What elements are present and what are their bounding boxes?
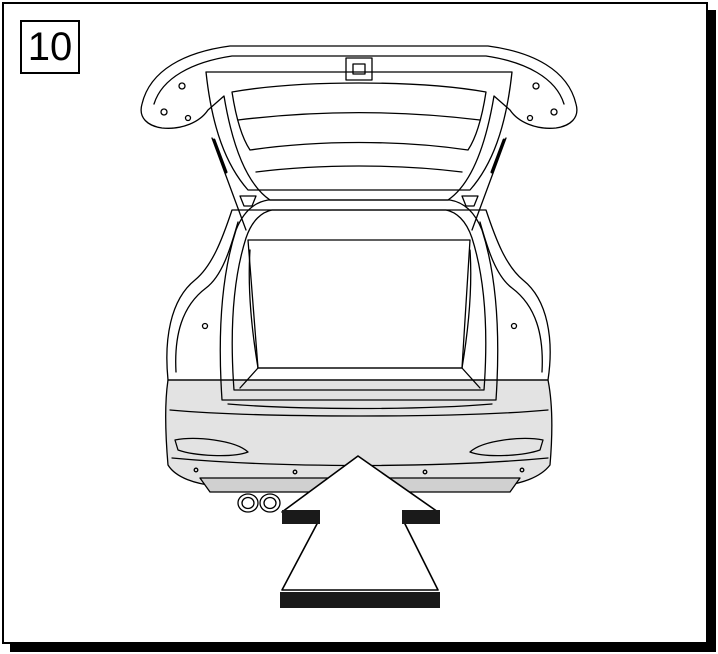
step-number: 10 <box>27 25 73 69</box>
tailgate-fastener <box>160 108 168 116</box>
parking-sensor <box>292 469 298 475</box>
reflector-left <box>174 437 249 457</box>
step-number-box: 10 <box>20 20 80 74</box>
gas-strut-right-body <box>490 138 506 174</box>
body-screw-left <box>201 322 209 330</box>
tailgate-latch <box>345 57 373 81</box>
tailgate-panel <box>205 71 513 191</box>
reflector-right <box>469 437 544 457</box>
tailgate-fastener <box>178 82 186 90</box>
tailgate-bracket-right <box>461 195 479 207</box>
tailgate-fastener <box>526 114 534 122</box>
exhaust-tips <box>237 493 281 513</box>
cargo-side-left <box>248 249 259 369</box>
cargo-side-right <box>461 249 472 369</box>
tailgate-bracket-left <box>239 195 257 207</box>
tailgate-outer <box>140 45 578 201</box>
parking-sensor <box>193 467 199 473</box>
arrow-band-upper-left <box>282 510 320 524</box>
trunk-opening-outer <box>219 199 499 401</box>
tailgate-window <box>231 82 487 151</box>
cargo-back-wall <box>247 239 471 369</box>
trunk-opening-inner <box>231 209 487 391</box>
tailgate-rim <box>153 55 565 105</box>
trunk-sill <box>227 403 493 410</box>
car-body <box>166 209 551 381</box>
cargo-floor <box>239 367 481 389</box>
arrow-band-upper-right <box>402 510 440 524</box>
body-screw-right <box>510 322 518 330</box>
tailgate-fastener <box>550 108 558 116</box>
tailgate-fastener <box>532 82 540 90</box>
gas-strut-left-body <box>212 138 228 174</box>
body-shoulder-right <box>479 221 543 373</box>
bumper-crease <box>169 409 549 417</box>
parking-sensor <box>519 467 525 473</box>
window-crease <box>237 111 481 121</box>
arrow-band-lower <box>280 592 440 608</box>
parking-sensor <box>422 469 428 475</box>
latch-detail <box>352 63 366 75</box>
tailgate-fastener <box>184 114 192 122</box>
tailgate-lower-line <box>255 165 463 173</box>
body-shoulder-left <box>175 221 239 373</box>
